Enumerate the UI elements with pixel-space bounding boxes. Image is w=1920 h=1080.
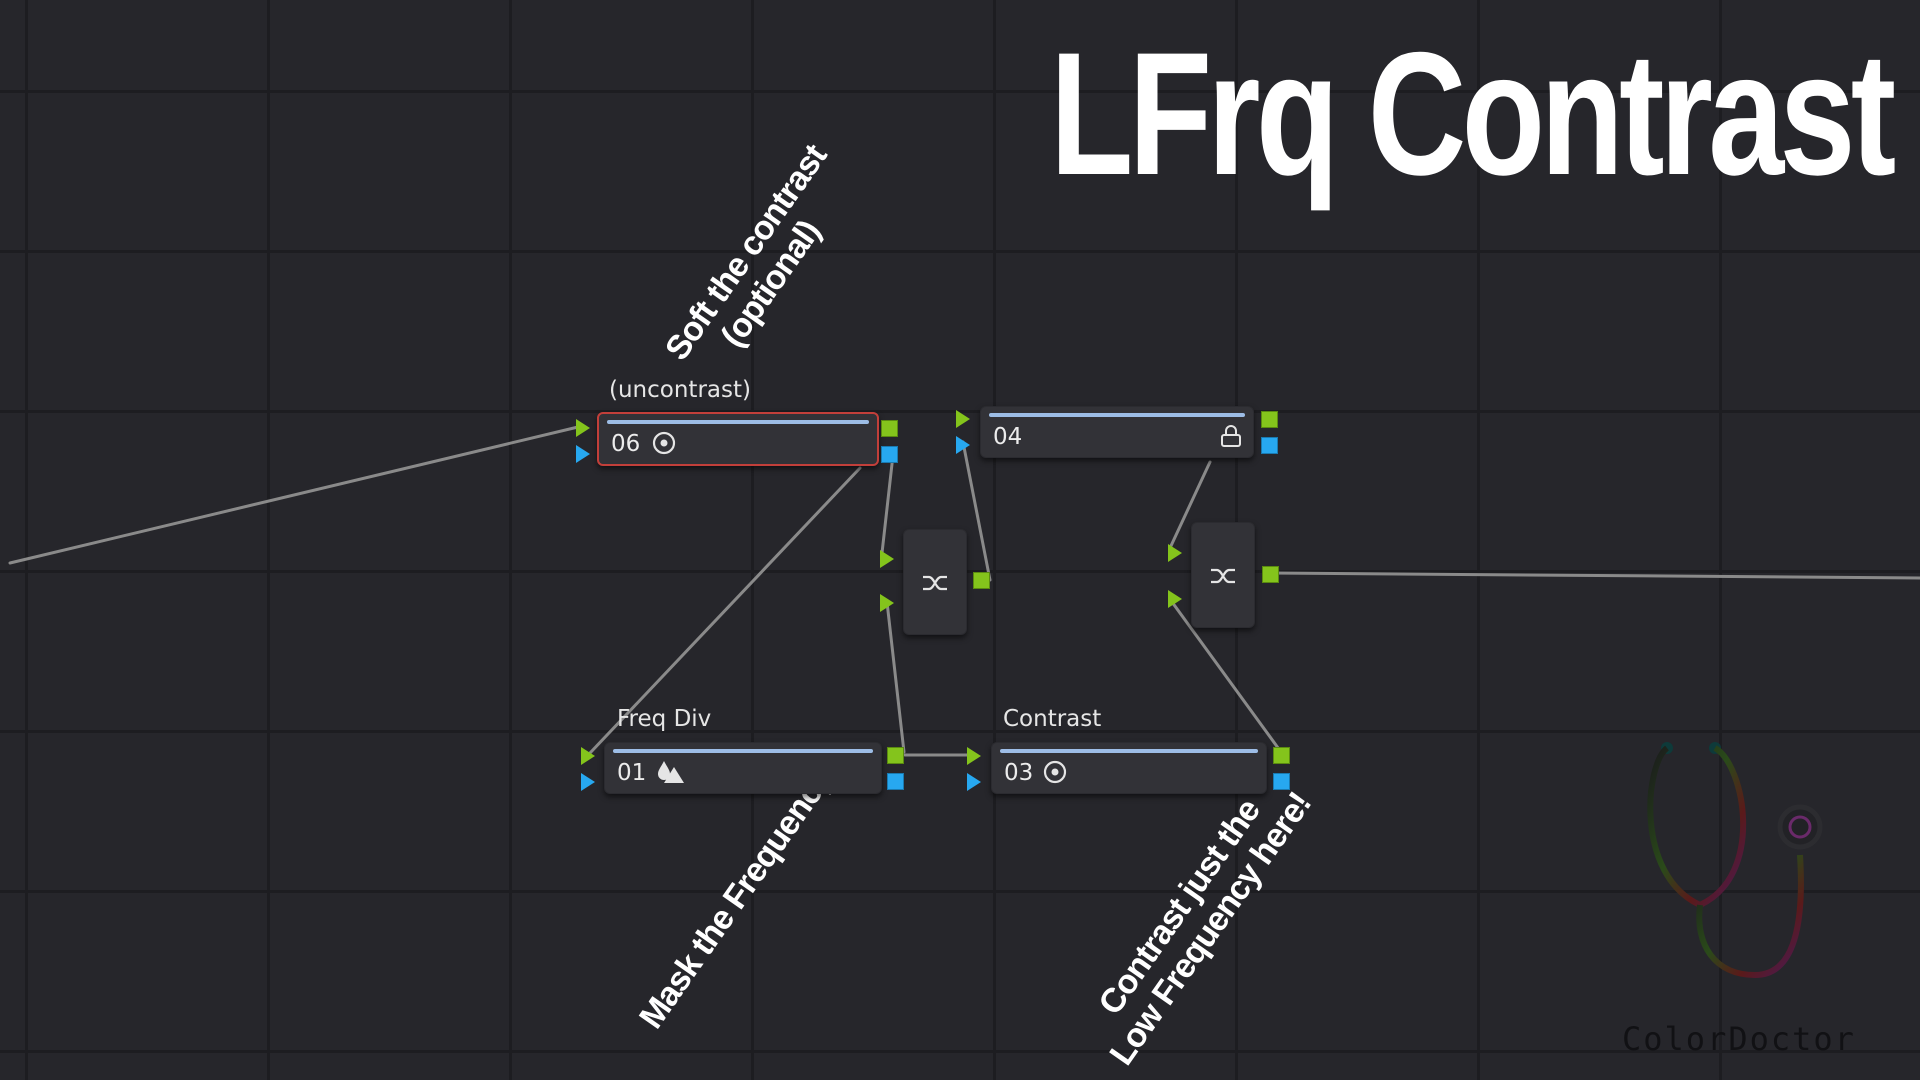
wire-06-to-mixer1	[880, 453, 895, 555]
wire-source-to-06	[8, 425, 580, 565]
node-06-alpha-output[interactable]	[881, 446, 898, 463]
wire-mixer1-to-04	[961, 440, 992, 582]
node-03-rgb-input[interactable]	[967, 747, 981, 765]
layer-mixer-icon	[1211, 568, 1235, 584]
node-01-alpha-output[interactable]	[887, 773, 904, 790]
node-04-bar	[989, 413, 1245, 417]
node-06-number: 06	[611, 431, 641, 457]
node-06[interactable]: 06	[597, 412, 879, 466]
node-06-bar	[607, 420, 869, 424]
node-01-rgb-output[interactable]	[887, 747, 904, 764]
wire-04-to-mixer2	[1168, 460, 1212, 550]
stethoscope-icon	[1647, 742, 1823, 979]
node-01-bar	[613, 749, 873, 753]
node-03-bar	[1000, 749, 1258, 753]
mixer-2-input-2[interactable]	[1168, 590, 1182, 608]
node-04-alpha-input[interactable]	[956, 436, 970, 454]
node-04-rgb-output[interactable]	[1261, 411, 1278, 428]
wire-06-to-01	[588, 466, 862, 755]
page-title: LFrq Contrast	[1050, 17, 1896, 212]
drop-triangle-icon	[658, 761, 684, 783]
node-06-rgb-input[interactable]	[576, 419, 590, 437]
node-04-number: 04	[993, 424, 1023, 450]
node-03-label: Contrast	[1003, 706, 1102, 732]
target-icon	[652, 431, 676, 455]
layer-mixer-node-1[interactable]	[903, 529, 967, 635]
node-06-label: (uncontrast)	[609, 377, 751, 403]
layer-mixer-node-2[interactable]	[1191, 522, 1255, 628]
node-01[interactable]: 01	[604, 742, 882, 794]
wire-03-to-mixer2	[1170, 600, 1283, 754]
node-01-alpha-input[interactable]	[581, 773, 595, 791]
node-06-alpha-input[interactable]	[576, 445, 590, 463]
node-03-alpha-output[interactable]	[1273, 773, 1290, 790]
node-03[interactable]: 03	[991, 742, 1267, 794]
wire-01-to-mixer1	[885, 600, 906, 754]
node-01-rgb-input[interactable]	[581, 747, 595, 765]
node-04[interactable]: 04	[980, 406, 1254, 458]
node-04-rgb-input[interactable]	[956, 410, 970, 428]
target-icon	[1043, 760, 1067, 784]
mixer-1-input-2[interactable]	[880, 594, 894, 612]
mixer-1-input-1[interactable]	[880, 550, 894, 568]
node-03-rgb-output[interactable]	[1273, 747, 1290, 764]
lock-icon	[1221, 425, 1241, 447]
logo-text: ColorDoctor	[1622, 1020, 1856, 1058]
wire-mixer2-to-output	[1269, 571, 1920, 580]
mixer-2-output[interactable]	[1262, 566, 1279, 583]
node-04-alpha-output[interactable]	[1261, 437, 1278, 454]
node-01-label: Freq Div	[617, 706, 712, 732]
node-06-rgb-output[interactable]	[881, 420, 898, 437]
layer-mixer-icon	[923, 575, 947, 591]
node-03-alpha-input[interactable]	[967, 773, 981, 791]
node-01-number: 01	[617, 760, 647, 786]
node-03-number: 03	[1004, 760, 1034, 786]
mixer-1-output[interactable]	[973, 572, 990, 589]
mixer-2-input-1[interactable]	[1168, 544, 1182, 562]
